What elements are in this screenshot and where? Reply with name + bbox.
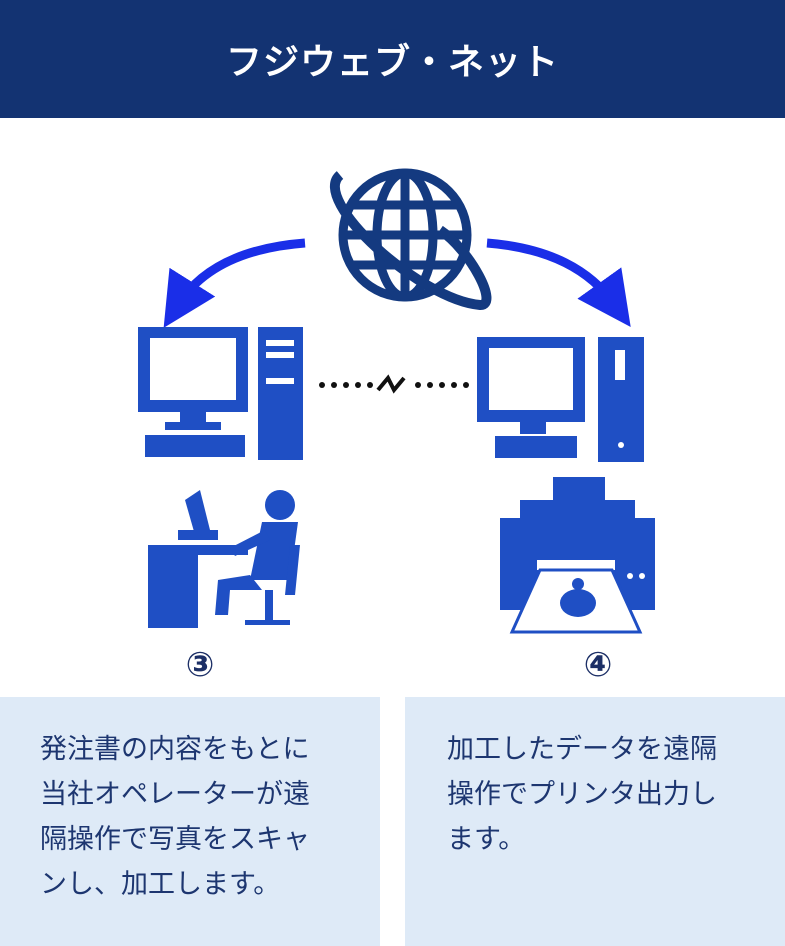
description-line: 加工したデータを遠隔 — [447, 734, 717, 765]
description-line: ンし、加工します。 — [40, 869, 281, 900]
step-number-4: ④ — [583, 645, 613, 685]
arrow-right-icon — [486, 238, 631, 327]
description-line: 操作でプリンタ出力し — [447, 779, 717, 810]
printer-icon — [500, 477, 655, 634]
step-number-3: ③ — [185, 645, 215, 685]
computer-icon-left — [138, 327, 303, 460]
page-title: フジウェブ・ネット — [0, 0, 785, 118]
operator-icon — [148, 490, 300, 628]
arrow-left-icon — [163, 238, 306, 328]
description-line: ます。 — [447, 824, 526, 855]
connection-dots — [319, 374, 469, 394]
description-line: 当社オペレーターが遠 — [40, 779, 310, 810]
step-3-description: 発注書の内容をもとに 当社オペレーターが遠 隔操作で写真をスキャ ンし、加工しま… — [0, 697, 380, 946]
description-line: 隔操作で写真をスキャ — [40, 824, 310, 855]
computer-icon-right — [477, 337, 644, 462]
globe-icon — [329, 168, 492, 310]
step-4-description: 加工したデータを遠隔 操作でプリンタ出力し ます。 — [405, 697, 785, 946]
description-line: 発注書の内容をもとに — [40, 734, 310, 765]
diagram — [138, 168, 655, 634]
